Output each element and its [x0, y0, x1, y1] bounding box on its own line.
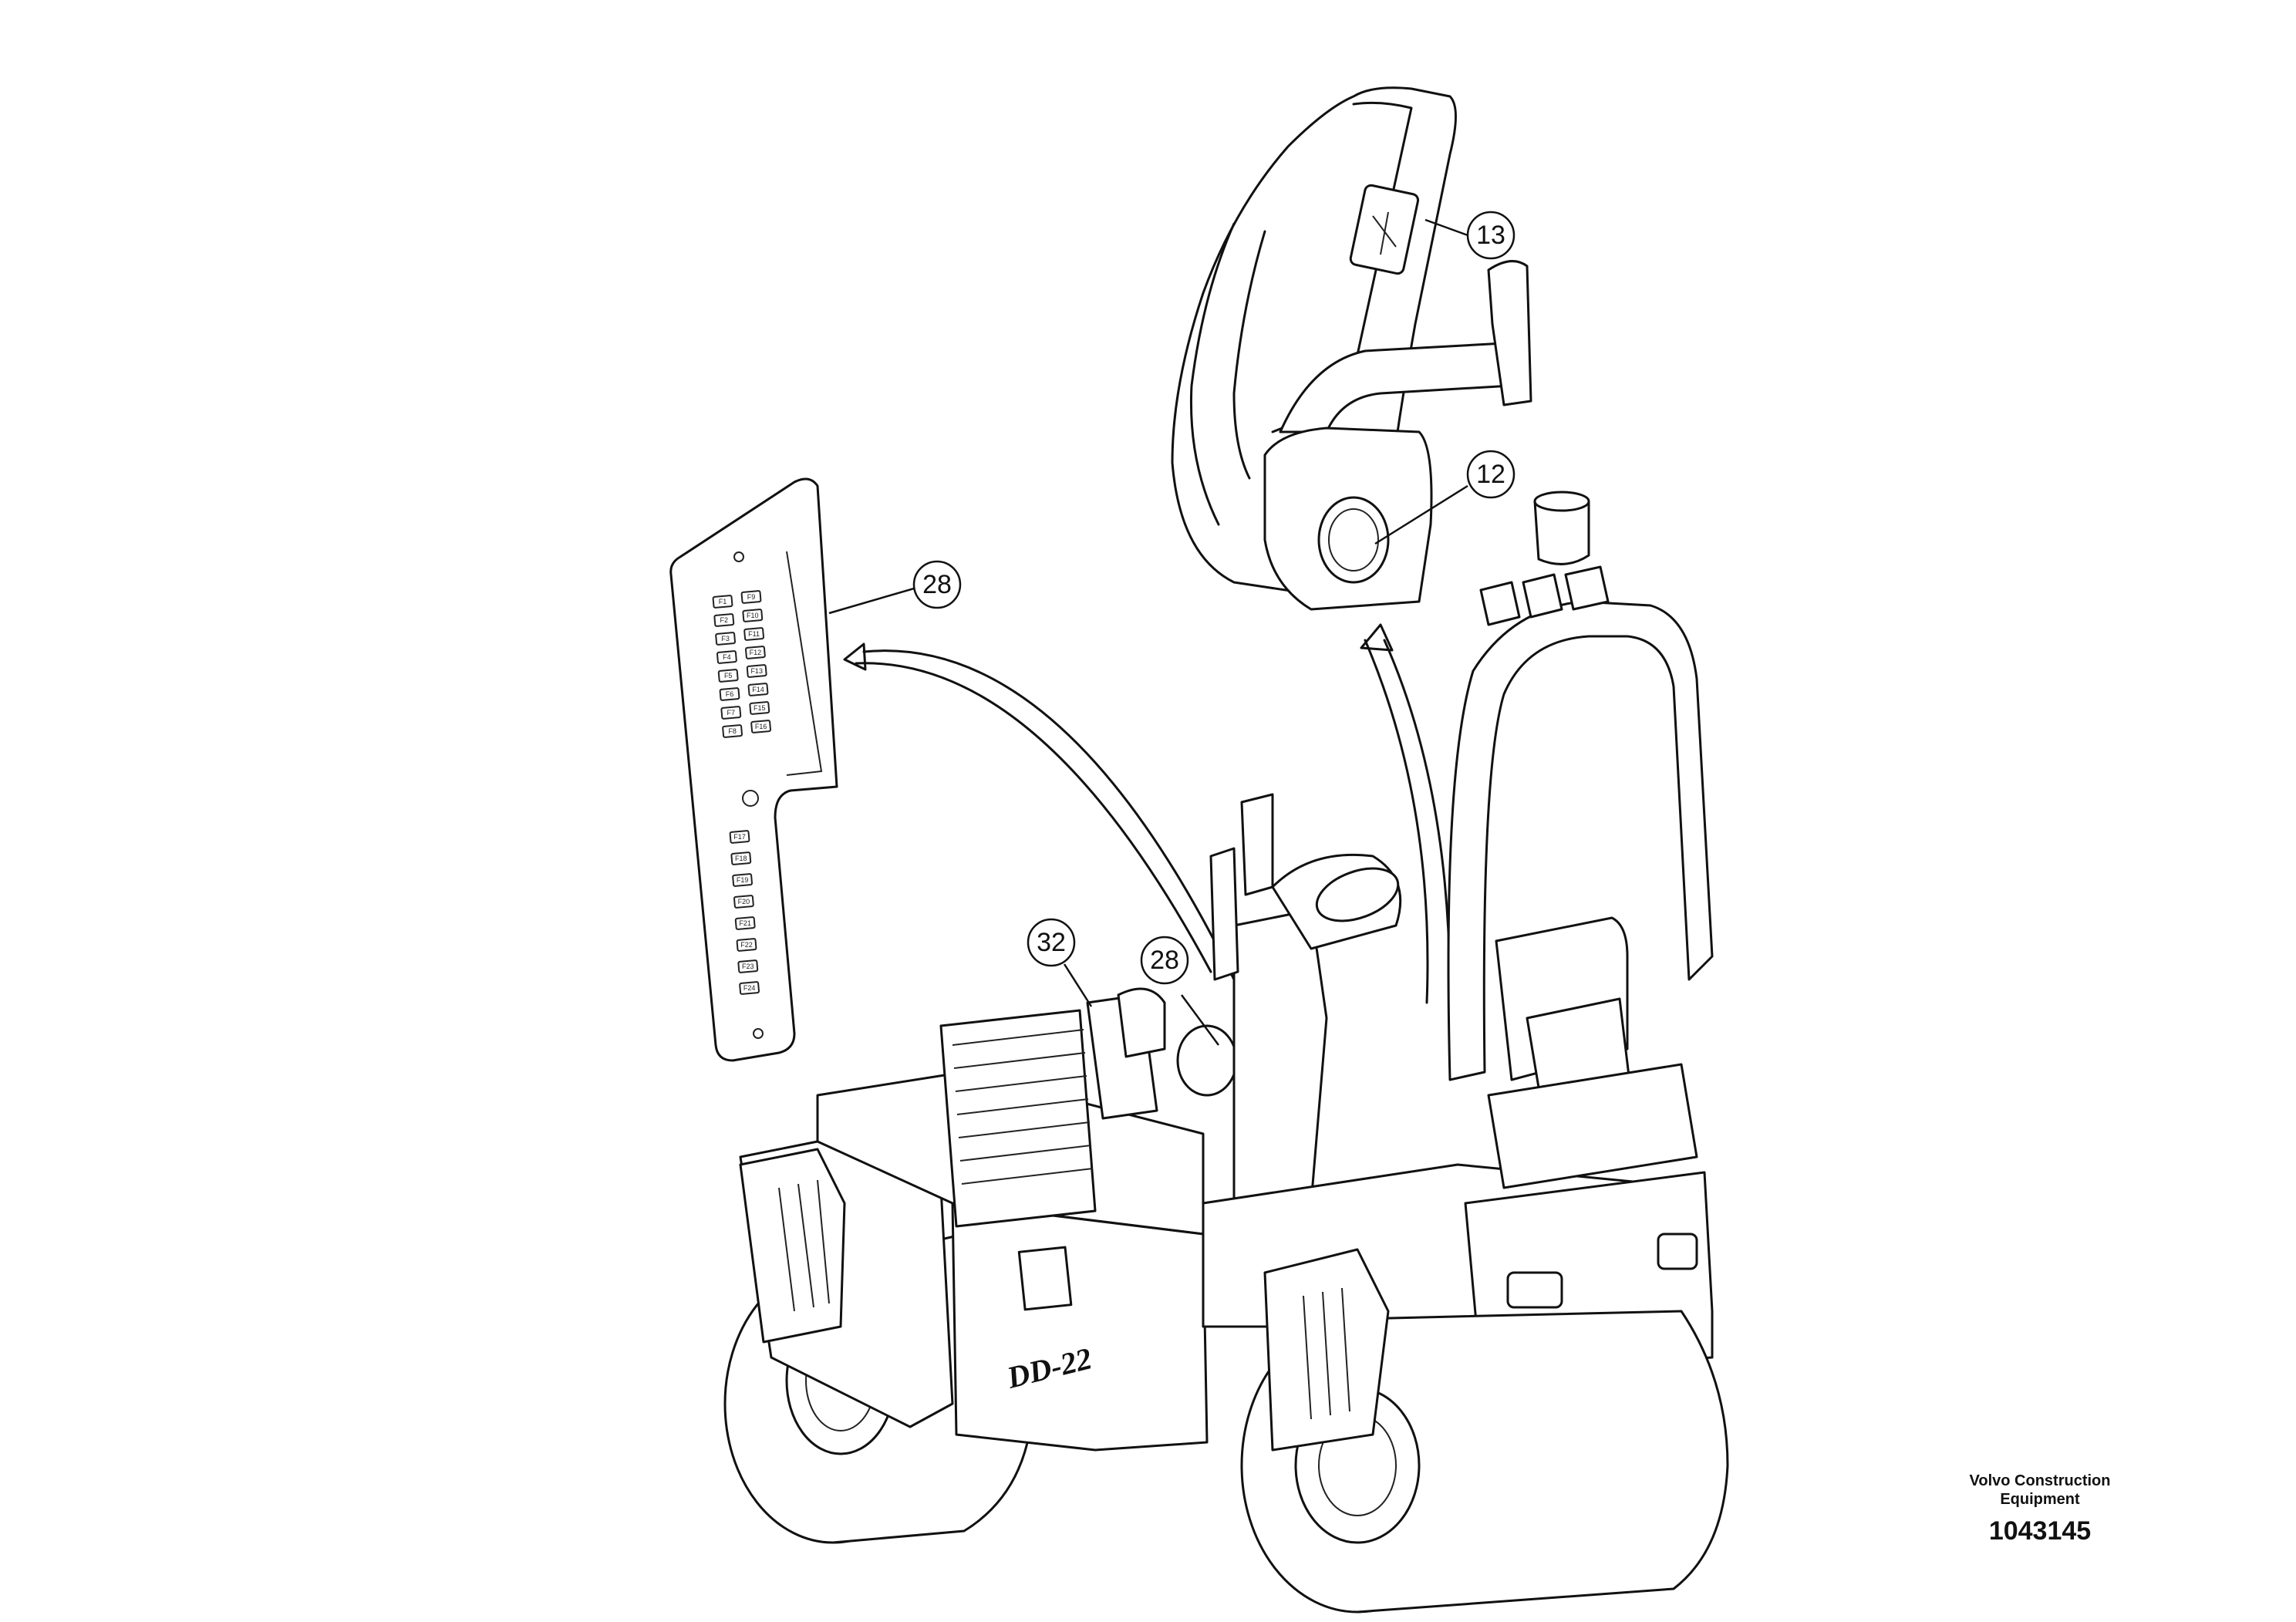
fuse-slot [742, 609, 764, 622]
brand-name-line1: Volvo Construction [1969, 1472, 2111, 1489]
fuse-slot [740, 590, 762, 604]
fuse-label: F6 [726, 690, 734, 698]
fuse-label: F19 [737, 876, 749, 884]
fuse-slot [716, 650, 737, 664]
fuse-slot [746, 664, 767, 678]
callout-13: 13 [1466, 211, 1515, 260]
svg-text:28: 28 [1150, 946, 1179, 975]
fuse-label: F22 [740, 941, 753, 949]
fuse-label: F5 [724, 672, 733, 679]
svg-text:32: 32 [1037, 928, 1066, 957]
fuse-label: F13 [750, 667, 763, 675]
fuse-slot [736, 938, 757, 952]
fuse-label: F7 [727, 709, 736, 717]
fuse-slot [737, 959, 759, 973]
fuse-slot [715, 632, 736, 646]
callout-12: 12 [1466, 450, 1515, 499]
fuse-slot [747, 683, 769, 696]
fuse-slot [720, 706, 742, 720]
fuse-slot [733, 895, 754, 909]
roller-machine: DD-22 [723, 491, 1729, 1614]
fuse-slot [749, 701, 770, 715]
illustration-number: 1043145 [1988, 1516, 2092, 1546]
fuse-label: F8 [728, 727, 737, 735]
fuse-label: F24 [743, 984, 756, 992]
fuse-slot [745, 646, 766, 659]
fuse-slot [722, 724, 743, 738]
fuse-slot [734, 916, 756, 930]
fuse-label: F20 [738, 898, 750, 905]
fuse-label: F12 [750, 649, 762, 656]
leader-lines [828, 218, 1468, 1046]
svg-text:13: 13 [1476, 221, 1505, 250]
fuse-slot [730, 851, 752, 865]
fuse-label: F4 [723, 653, 731, 661]
fuse-label: F23 [742, 963, 754, 970]
fuse-label: F9 [747, 593, 756, 601]
fuse-slot [717, 669, 739, 683]
fuse-label: F14 [752, 686, 764, 693]
fuse-label: F10 [747, 612, 759, 619]
callout-28-machine: 28 [1140, 936, 1189, 985]
callout-28-fuse: 28 [912, 560, 962, 609]
fuse-label: F16 [755, 723, 767, 730]
fuse-slot [750, 720, 771, 733]
fuse-label: F1 [719, 598, 727, 605]
fuse-slot [732, 873, 753, 887]
fuse-slot [713, 613, 735, 627]
callout-32: 32 [1027, 918, 1076, 967]
radiator-grille [952, 1029, 1094, 1185]
fuse-slot [739, 981, 760, 995]
svg-text:12: 12 [1476, 460, 1505, 489]
fuse-slot [743, 627, 764, 641]
seat-console-detail [1171, 86, 1532, 611]
fuse-label: F15 [754, 704, 766, 712]
fuse-label: F18 [735, 855, 747, 862]
brand-name-line2: Equipment [2000, 1491, 2080, 1508]
fuse-label: F3 [721, 635, 730, 642]
fuse-slot [729, 830, 750, 844]
fuse-label: F2 [720, 616, 729, 624]
fuse-slot [719, 687, 740, 701]
fuse-label: F11 [748, 630, 760, 638]
fuse-label: F21 [739, 919, 751, 927]
fuse-label: F17 [733, 833, 746, 841]
svg-text:28: 28 [922, 570, 952, 599]
fuse-slot [712, 595, 733, 609]
